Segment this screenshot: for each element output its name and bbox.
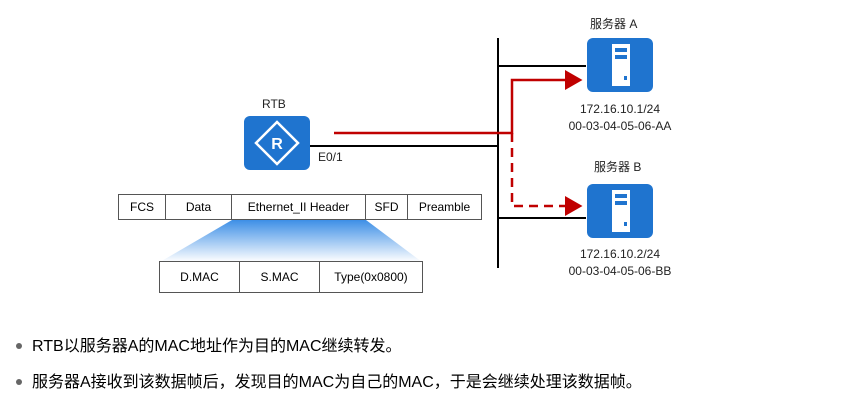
server-a-ip: 172.16.10.1/24 [579,102,661,116]
forward-path-a [334,70,583,135]
frame-field-preamble: Preamble [418,200,471,214]
server-a-icon [587,38,653,92]
header-field-type: Type(0x0800) [334,270,408,284]
explanation-list: RTB以服务器A的MAC地址作为目的MAC继续转发。 服务器A接收到该数据帧后，… [16,336,866,408]
header-field-smac: S.MAC [240,262,320,292]
list-item-text: RTB以服务器A的MAC地址作为目的MAC继续转发。 [32,338,402,355]
ethernet-header-fields: D.MAC S.MAC Type(0x0800) [159,261,423,293]
rtb-label: RTB [262,97,286,111]
list-item-text: 服务器A接收到该数据帧后，发现目的MAC为自己的MAC，于是会继续处理该数据帧。 [32,374,642,391]
forward-path-b [510,133,583,216]
frame-field-sfd: SFD [366,195,408,219]
bullet-icon [16,378,22,385]
server-b-ip: 172.16.10.2/24 [579,247,661,261]
frame-field-data: Data [166,195,232,219]
list-item: RTB以服务器A的MAC地址作为目的MAC继续转发。 [16,336,866,358]
frame-field-header: Ethernet_II Header [232,195,366,219]
server-b-icon [587,184,653,238]
frame-field-fcs: FCS [119,195,166,219]
header-field-dmac: D.MAC [160,262,240,292]
server-a-mac: 00-03-04-05-06-AA [568,119,672,133]
bullet-icon [16,342,22,349]
interface-label: E0/1 [318,150,343,164]
server-b-label: 服务器 B [594,160,642,174]
header-expansion [160,220,422,262]
server-a-label: 服务器 A [590,17,638,31]
svg-text:R: R [271,136,283,153]
router-icon: R [244,116,310,170]
ethernet-frame: FCS Data Ethernet_II Header SFD Preamble [118,194,482,220]
server-b-mac: 00-03-04-05-06-BB [568,264,672,278]
list-item: 服务器A接收到该数据帧后，发现目的MAC为自己的MAC，于是会继续处理该数据帧。 [16,372,866,394]
